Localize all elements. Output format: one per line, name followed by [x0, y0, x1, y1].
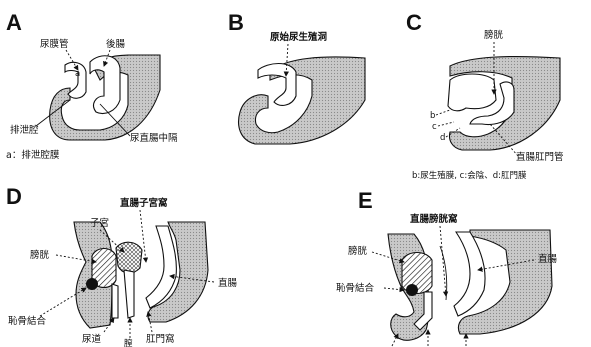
panel-c: C 膀胱 b c d 直腸肛門管 b:尿生殖膜, c:会陰、d:肛門膜: [406, 10, 564, 181]
marker-c-c: c: [432, 122, 437, 132]
label-bladder-d: 膀胱: [30, 249, 50, 261]
label-rectovesical-pouch-e: 直腸膀胱窩: [410, 213, 458, 225]
label-hindgut-a: 後腸: [106, 38, 126, 50]
panel-d-rectal-wall: [148, 222, 208, 322]
panel-d-uterus: [116, 242, 142, 273]
panel-d: D 直腸子宮窩 子宮 膀胱 直腸 恥骨結合 尿道 膣 肛門窩: [6, 184, 238, 347]
panel-d-vagina: [124, 270, 134, 318]
label-urethra-d: 尿道: [82, 333, 102, 345]
panel-e-rectum: [454, 232, 485, 316]
label-rectum-d: 直腸: [218, 277, 238, 289]
label-anorectal-canal-c: 直腸肛門管: [516, 151, 564, 163]
panel-d-pubic-symphysis-dot: [86, 278, 98, 290]
panel-e-pubic-symphysis-dot: [406, 284, 418, 296]
panel-c-bladder: [448, 74, 496, 111]
panel-b-letter: B: [228, 10, 244, 35]
marker-b-c: b: [430, 111, 435, 121]
panel-b: B 原始尿生殖洞: [228, 10, 365, 144]
label-primitive-sinus-b: 原始尿生殖洞: [270, 31, 327, 43]
label-uterus-d: 子宮: [90, 217, 109, 229]
label-pubic-symphysis-d: 恥骨結合: [8, 315, 47, 327]
label-pubic-symphysis-e: 恥骨結合: [336, 282, 375, 294]
panel-a-marker-a: a: [75, 69, 80, 79]
marker-d-c: d: [440, 133, 445, 143]
panel-c-letter: C: [406, 10, 422, 35]
caption-a: a：排泄腔膜: [6, 149, 60, 161]
label-bladder-e: 膀胱: [348, 245, 368, 257]
label-rectouterine-pouch-d: 直腸子宮窩: [120, 197, 168, 209]
label-allantois-a: 尿膜管: [40, 38, 69, 50]
label-anal-fossa-d: 肛門窩: [146, 333, 175, 345]
panel-e-letter: E: [358, 188, 373, 213]
label-bladder-c: 膀胱: [484, 29, 504, 41]
panel-e: E 直腸膀胱窩 膀胱 直腸 恥骨結合: [336, 188, 558, 346]
panel-a-hindgut-lumen: [90, 56, 120, 114]
label-vagina-d: 膣: [124, 338, 133, 347]
label-rectum-e: 直腸: [538, 253, 558, 265]
panel-a-letter: A: [6, 10, 22, 35]
caption-c: b:尿生殖膜, c:会陰、d:肛門膜: [412, 170, 527, 181]
panel-d-urethra: [112, 284, 118, 318]
panel-a: A a 尿膜管 後腸 排泄腔 尿直腸中隔 a：排泄腔膜: [6, 10, 178, 161]
label-cloaca-a: 排泄腔: [10, 124, 39, 136]
label-urorectal-septum-a: 尿直腸中隔: [130, 132, 178, 144]
panel-d-letter: D: [6, 184, 22, 209]
